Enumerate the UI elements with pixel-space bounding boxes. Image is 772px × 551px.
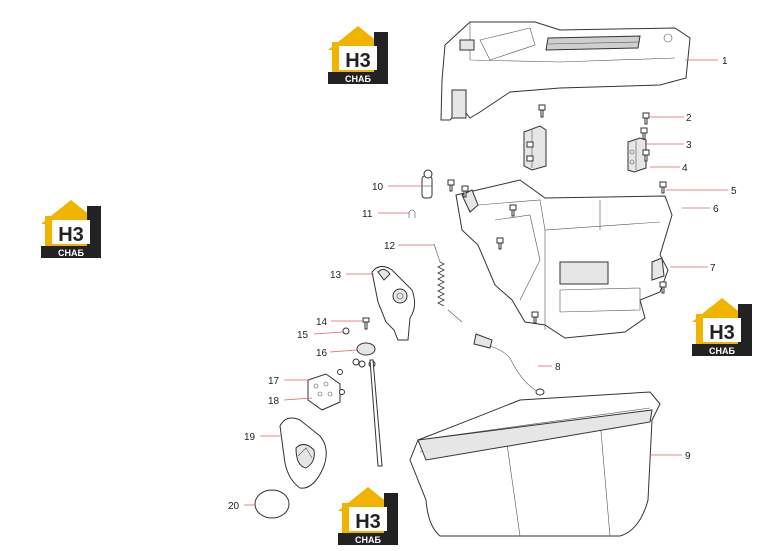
- callout-16: 16: [316, 348, 328, 359]
- logo-caption: CHAБ: [345, 74, 371, 84]
- part-20-cap: [254, 489, 290, 519]
- console-body: [447, 179, 673, 339]
- callout-20: 20: [228, 501, 240, 512]
- part-4-screw: [642, 149, 650, 162]
- part-8-cable: [473, 333, 545, 396]
- logo-mark: H3: [709, 322, 735, 344]
- callout-13: 13: [330, 270, 342, 281]
- callout-14: 14: [316, 317, 328, 328]
- part-2-screw: [640, 112, 650, 140]
- callout-12: 12: [384, 241, 396, 252]
- logo-mark: H3: [58, 224, 84, 246]
- logo-caption: CHAБ: [355, 535, 381, 545]
- callout-2: 2: [686, 113, 692, 124]
- part-10-pin: [421, 169, 433, 199]
- callout-5: 5: [731, 186, 737, 197]
- part-14-screw: [362, 317, 370, 330]
- callout-17: 17: [268, 376, 280, 387]
- callout-6: 6: [713, 204, 719, 215]
- callout-18: 18: [268, 396, 280, 407]
- part-3-bracket: [627, 137, 647, 173]
- callout-7: 7: [710, 263, 716, 274]
- logo-top: H3 CHAБ: [328, 26, 388, 84]
- part-15-washer: [342, 327, 350, 335]
- logo-caption: CHAБ: [709, 346, 735, 356]
- part-17-plate: [307, 373, 341, 411]
- leader-lines: [244, 59, 728, 506]
- callout-19: 19: [244, 432, 256, 443]
- callout-11: 11: [362, 209, 373, 220]
- part-1-top-cover: [440, 21, 691, 121]
- callout-4: 4: [682, 163, 688, 174]
- logo-bottom: H3 CHAБ: [338, 487, 398, 545]
- callout-8: 8: [555, 362, 561, 373]
- logo-left: H3 CHAБ: [41, 200, 101, 258]
- logo-mark: H3: [345, 50, 371, 72]
- part-19-boot: [279, 417, 327, 489]
- logo-right: H3 CHAБ: [692, 298, 752, 356]
- logo-caption: CHAБ: [58, 248, 84, 258]
- part-18-screws: [337, 369, 345, 395]
- part-13-mount: [371, 266, 416, 341]
- part-16-lever: [352, 342, 383, 467]
- part-9-lower-shell: [409, 391, 661, 537]
- callout-numbers: 1 2 3 4 5 6 7 8 9 10 11 12 13 14 15 16 1…: [228, 56, 737, 512]
- callout-3: 3: [686, 140, 692, 151]
- hinge-bracket: [523, 104, 547, 171]
- callout-9: 9: [685, 451, 691, 462]
- part-12-spring: [433, 243, 463, 323]
- logo-mark: H3: [355, 511, 381, 533]
- callout-1: 1: [722, 56, 728, 67]
- callout-10: 10: [372, 182, 384, 193]
- callout-15: 15: [297, 330, 309, 341]
- part-11-clip: [408, 209, 416, 218]
